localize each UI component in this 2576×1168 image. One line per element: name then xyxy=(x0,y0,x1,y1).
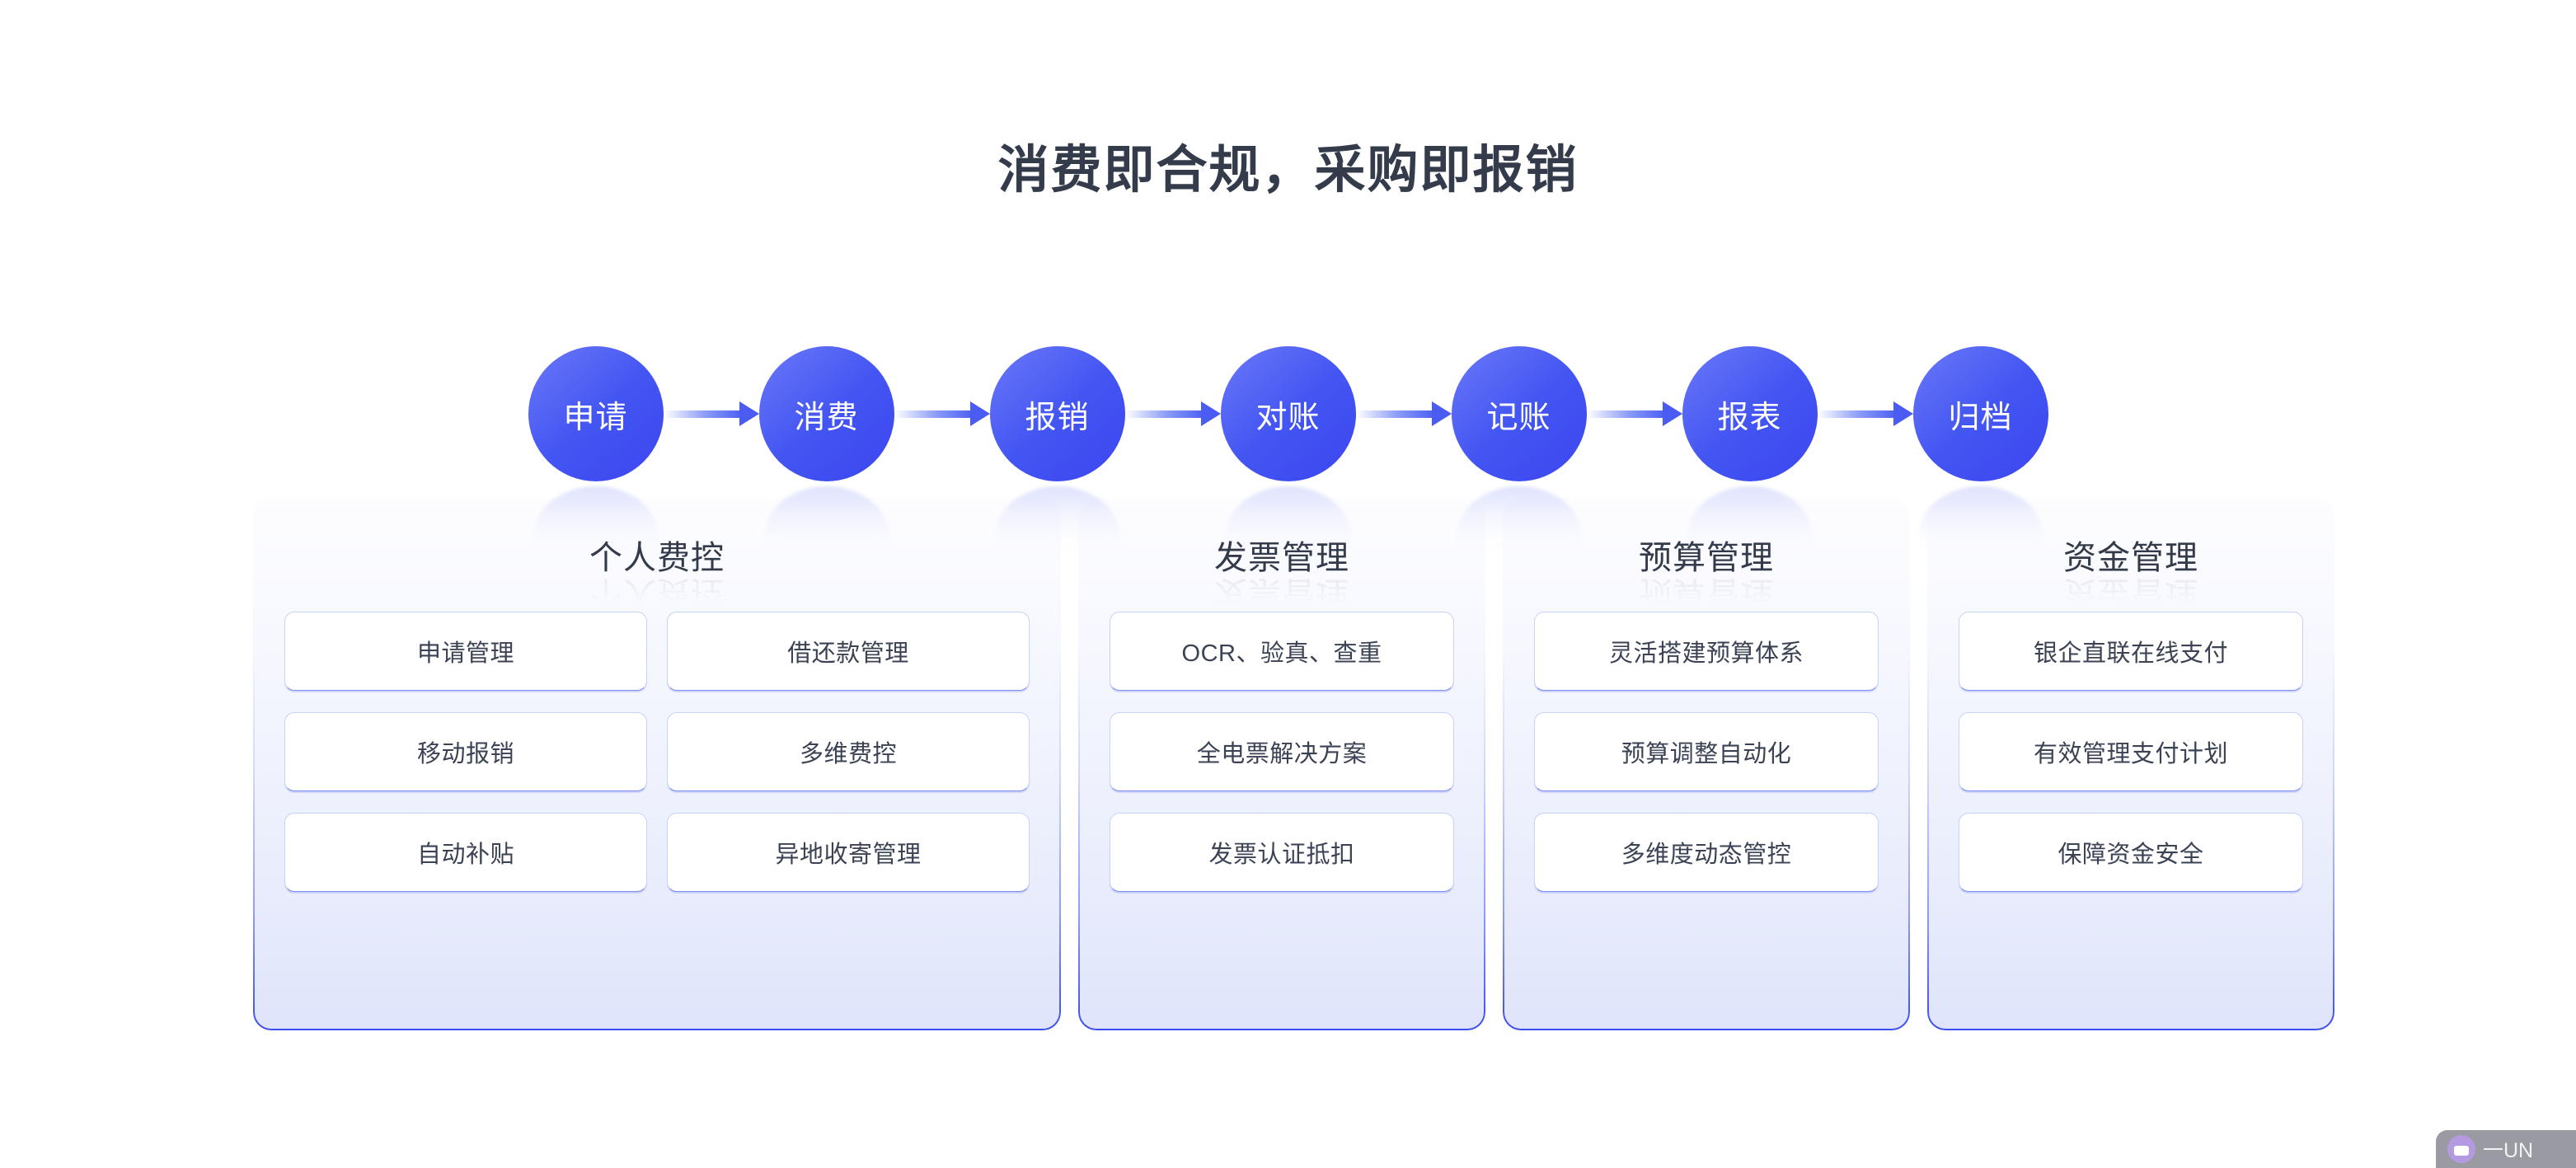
flow-node-5[interactable]: 记账 xyxy=(1451,346,1587,557)
flow-node-2[interactable]: 消费 xyxy=(758,346,894,557)
panel-item-grid: 灵活搭建预算体系 预算调整自动化 多维度动态管控 xyxy=(1534,612,1879,892)
item-card[interactable]: 银企直联在线支付 xyxy=(1959,612,2303,691)
item-card[interactable]: 异地收寄管理 xyxy=(667,813,1030,892)
arrow-right-icon xyxy=(894,401,990,426)
panel-title-text: 个人费控 xyxy=(589,540,725,576)
flow-node-label: 报销 xyxy=(1025,400,1090,435)
item-card[interactable]: 借还款管理 xyxy=(667,612,1030,691)
arrow-shaft xyxy=(1355,410,1433,418)
watermark-badge: 一UN xyxy=(2436,1130,2576,1168)
flow-node-label: 归档 xyxy=(1948,400,2013,435)
flow-node-reflection xyxy=(1225,486,1351,557)
flow-node-reflection xyxy=(1456,486,1582,557)
flow-node-circle[interactable]: 对账 xyxy=(1220,346,1356,481)
flow-node-reflection xyxy=(533,486,659,557)
panel-personal-expense-control: 个人费控 个人费控 申请管理 借还款管理 移动报销 多维费控 自动补贴 异地收寄… xyxy=(253,498,1061,1030)
item-card[interactable]: 自动补贴 xyxy=(284,813,647,892)
item-card[interactable]: 多维费控 xyxy=(667,712,1030,791)
flow-node-circle[interactable]: 申请 xyxy=(528,346,664,481)
process-flow: 申请 消费 报销 xyxy=(0,331,2576,557)
arrow-head xyxy=(739,401,759,426)
item-card[interactable]: 预算调整自动化 xyxy=(1534,712,1879,791)
flow-node-7[interactable]: 归档 xyxy=(1912,346,2048,557)
arrow-shaft xyxy=(894,410,971,418)
item-card[interactable]: 发票认证抵扣 xyxy=(1110,813,1454,892)
item-card[interactable]: OCR、验真、查重 xyxy=(1110,612,1454,691)
item-card[interactable]: 有效管理支付计划 xyxy=(1959,712,2303,791)
panel-title-reflection: 资金管理 xyxy=(2063,575,2198,611)
flow-node-circle[interactable]: 记账 xyxy=(1451,346,1587,481)
item-card[interactable]: 移动报销 xyxy=(284,712,647,791)
flow-node-reflection xyxy=(994,486,1120,557)
flow-node-4[interactable]: 对账 xyxy=(1220,346,1356,557)
flow-node-label: 记账 xyxy=(1486,400,1551,435)
flow-node-reflection xyxy=(1687,486,1813,557)
flow-node-label: 消费 xyxy=(794,400,859,435)
panel-title-reflection: 预算管理 xyxy=(1639,575,1774,611)
flow-node-label: 报表 xyxy=(1717,400,1782,435)
panel-title-reflection: 个人费控 xyxy=(589,575,725,611)
flow-node-6[interactable]: 报表 xyxy=(1682,346,1818,557)
flow-node-circle[interactable]: 报销 xyxy=(989,346,1125,481)
flow-node-reflection xyxy=(1917,486,2043,557)
panel-title: 个人费控 个人费控 xyxy=(284,540,1030,611)
panel-item-grid: 银企直联在线支付 有效管理支付计划 保障资金安全 xyxy=(1959,612,2303,892)
arrow-right-icon xyxy=(1355,401,1452,426)
panel-item-grid: OCR、验真、查重 全电票解决方案 发票认证抵扣 xyxy=(1110,612,1454,892)
arrow-right-icon xyxy=(1817,401,1913,426)
rounded-badge-icon xyxy=(2447,1135,2475,1163)
arrow-shaft xyxy=(1817,410,1894,418)
arrow-right-icon xyxy=(1124,401,1221,426)
flow-node-circle[interactable]: 报表 xyxy=(1682,346,1818,481)
flow-node-3[interactable]: 报销 xyxy=(989,346,1125,557)
panel-title: 发票管理 发票管理 xyxy=(1110,540,1454,611)
arrow-head xyxy=(1893,401,1913,426)
arrow-shaft xyxy=(1124,410,1202,418)
flow-node-1[interactable]: 申请 xyxy=(528,346,664,557)
item-card[interactable]: 多维度动态管控 xyxy=(1534,813,1879,892)
panel-title-reflection: 发票管理 xyxy=(1214,575,1349,611)
flow-node-circle[interactable]: 归档 xyxy=(1912,346,2048,481)
panel-fund-management: 资金管理 资金管理 银企直联在线支付 有效管理支付计划 保障资金安全 xyxy=(1927,498,2334,1030)
arrow-head xyxy=(1200,401,1221,426)
panel-title-text: 发票管理 xyxy=(1214,540,1349,576)
arrow-shaft xyxy=(663,410,740,418)
panel-title-text: 资金管理 xyxy=(2063,540,2198,576)
flow-node-label: 对账 xyxy=(1255,400,1321,435)
item-card[interactable]: 灵活搭建预算体系 xyxy=(1534,612,1879,691)
arrow-head xyxy=(1662,401,1682,426)
flow-node-label: 申请 xyxy=(563,400,628,435)
arrow-head xyxy=(1431,401,1452,426)
flow-node-circle[interactable]: 消费 xyxy=(758,346,894,481)
category-panels: 个人费控 个人费控 申请管理 借还款管理 移动报销 多维费控 自动补贴 异地收寄… xyxy=(253,498,2334,1030)
arrow-head xyxy=(969,401,990,426)
panel-title: 预算管理 预算管理 xyxy=(1534,540,1879,611)
item-card[interactable]: 保障资金安全 xyxy=(1959,813,2303,892)
panel-title: 资金管理 资金管理 xyxy=(1959,540,2303,611)
flow-node-reflection xyxy=(763,486,889,557)
watermark-label: 一UN xyxy=(2483,1139,2534,1162)
item-card[interactable]: 申请管理 xyxy=(284,612,647,691)
panel-title-text: 预算管理 xyxy=(1639,540,1774,576)
panel-item-grid: 申请管理 借还款管理 移动报销 多维费控 自动补贴 异地收寄管理 xyxy=(284,612,1030,892)
page-title: 消费即合规，采购即报销 xyxy=(997,142,1579,199)
arrow-right-icon xyxy=(1586,401,1682,426)
item-card[interactable]: 全电票解决方案 xyxy=(1110,712,1454,791)
panel-invoice-management: 发票管理 发票管理 OCR、验真、查重 全电票解决方案 发票认证抵扣 xyxy=(1078,498,1485,1030)
arrow-shaft xyxy=(1586,410,1663,418)
panel-budget-management: 预算管理 预算管理 灵活搭建预算体系 预算调整自动化 多维度动态管控 xyxy=(1503,498,1910,1030)
arrow-right-icon xyxy=(663,401,759,426)
